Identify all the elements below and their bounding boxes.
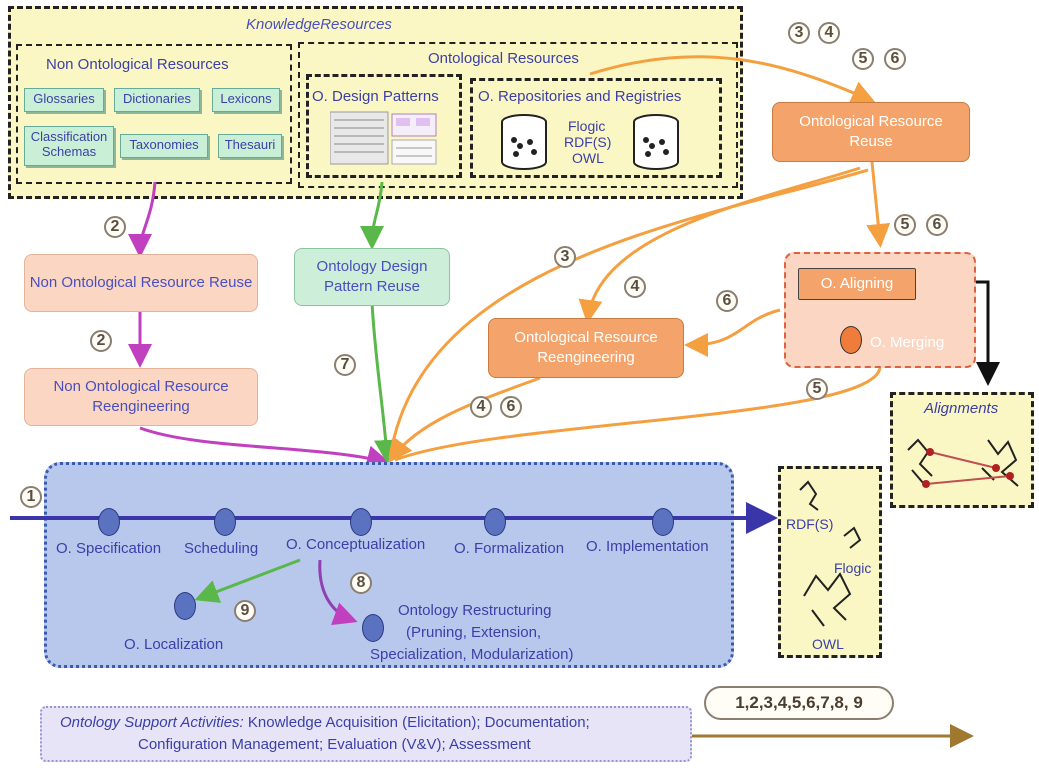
scenario-7: 7 <box>334 354 356 376</box>
repositories-title: O. Repositories and Registries <box>478 88 682 105</box>
glossaries-note: Glossaries <box>24 88 104 112</box>
repository-cylinder-left <box>500 114 548 175</box>
scenario-8: 8 <box>350 572 372 594</box>
format-rdfs: RDF(S) <box>786 516 834 532</box>
support-arrow <box>680 724 974 748</box>
ontological-resources-box <box>298 42 738 188</box>
design-patterns-thumbnail <box>329 110 440 166</box>
activity-conceptualization: O. Conceptualization <box>286 536 426 553</box>
restructuring-line1: Ontology Restructuring <box>398 602 552 619</box>
timeline-arrow <box>10 502 778 534</box>
support-text2: Configuration Management; Evaluation (V&… <box>138 736 531 753</box>
activity-scheduling: Scheduling <box>184 540 259 557</box>
support-activities-box <box>40 706 692 762</box>
ontology-design-pattern-reuse: Ontology Design Pattern Reuse <box>294 248 450 306</box>
activity-localization: O. Localization <box>124 636 224 653</box>
scenario-4-low: 4 <box>470 396 492 418</box>
scenario-4-mid: 4 <box>624 276 646 298</box>
repositories-box <box>470 78 722 178</box>
activity-implementation: O. Implementation <box>586 538 709 555</box>
node-specification <box>98 508 120 536</box>
thesauri-note: Thesauri <box>218 134 282 158</box>
scenario-1: 1 <box>20 486 42 508</box>
scenario-5-low: 5 <box>806 378 828 400</box>
alignment-graph <box>898 420 1028 505</box>
node-restructuring <box>362 614 384 642</box>
support-label: Ontology Support Activities: <box>60 714 244 731</box>
format-owl: OWL <box>812 636 844 652</box>
scenario-6-mid: 6 <box>926 214 948 236</box>
taxonomies-note: Taxonomies <box>120 134 208 158</box>
ontology-aligning: O. Aligning <box>798 268 916 300</box>
design-patterns-box <box>306 74 462 178</box>
ontological-resource-reuse: Ontological Resource Reuse <box>772 102 970 162</box>
scenario-5-top: 5 <box>852 48 874 70</box>
format-graph <box>784 476 876 651</box>
scenario-4-top: 4 <box>818 22 840 44</box>
dictionaries-note: Dictionaries <box>114 88 200 112</box>
alignments-box <box>890 392 1034 508</box>
scenario-6-top: 6 <box>884 48 906 70</box>
knowledge-resources-title: KnowledgeResources <box>246 16 392 33</box>
node-scheduling <box>214 508 236 536</box>
alignments-title: Alignments <box>924 400 999 417</box>
language-flogic: Flogic <box>568 118 606 134</box>
restructuring-line2: (Pruning, Extension, <box>406 624 542 641</box>
repository-cylinder-right <box>632 114 680 175</box>
lexicons-note: Lexicons <box>212 88 280 112</box>
activity-formalization: O. Formalization <box>454 540 565 557</box>
ontological-resource-reengineering: Ontological Resource Reengineering <box>488 318 684 378</box>
support-line1: Ontology Support Activities: Knowledge A… <box>60 714 590 731</box>
ontology-merging-label: O. Merging <box>870 334 945 351</box>
language-rdfs: RDF(S) <box>564 134 612 150</box>
non-ontological-resource-reuse: Non Ontological Resource Reuse <box>24 254 258 312</box>
ontological-resources-title: Ontological Resources <box>428 50 579 67</box>
node-localization <box>174 592 196 620</box>
scenario-6-low: 6 <box>500 396 522 418</box>
scenario-2a: 2 <box>104 216 126 238</box>
node-implementation <box>652 508 674 536</box>
ontology-development-box <box>44 462 734 668</box>
scenario-2b: 2 <box>90 330 112 352</box>
merging-node <box>840 326 862 354</box>
classification-schemas-note: Classification Schemas <box>24 126 114 166</box>
node-formalization <box>484 508 506 536</box>
scenario-9: 9 <box>234 600 256 622</box>
design-patterns-title: O. Design Patterns <box>312 88 439 105</box>
node-conceptualization <box>350 508 372 536</box>
non-ontological-title: Non Ontological Resources <box>46 56 229 73</box>
scenario-3-mid: 3 <box>554 246 576 268</box>
support-text1: Knowledge Acquisition (Elicitation); Doc… <box>247 714 590 731</box>
scenario-6-align: 6 <box>716 290 738 312</box>
non-ontological-resource-reengineering: Non Ontological Resource Reengineering <box>24 368 258 426</box>
restructuring-line3: Specialization, Modularization) <box>370 646 574 663</box>
format-flogic: Flogic <box>834 560 872 576</box>
all-scenarios-badge: 1,2,3,4,5,6,7,8, 9 <box>704 686 894 720</box>
scenario-5-mid: 5 <box>894 214 916 236</box>
language-owl: OWL <box>572 150 604 166</box>
output-formats-box <box>778 466 882 658</box>
activity-specification: O. Specification <box>56 540 162 557</box>
scenario-3-top: 3 <box>788 22 810 44</box>
